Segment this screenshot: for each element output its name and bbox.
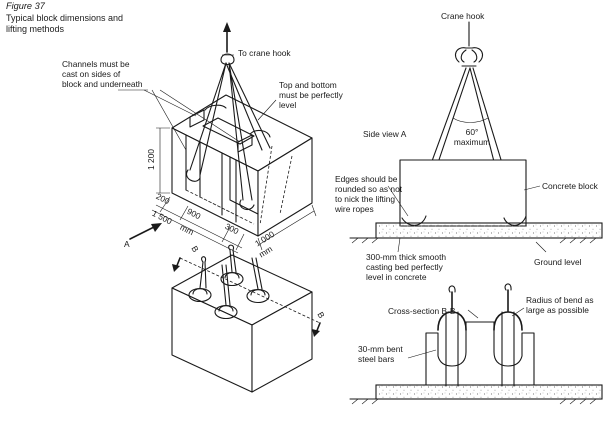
level-note-line-3: level xyxy=(279,100,297,110)
side-view-a xyxy=(349,21,603,253)
bed-note-line-2: casting bed perfectly xyxy=(366,262,443,272)
bars-note-line-2: steel bars xyxy=(358,354,395,364)
bed-note-line-1: 300-mm thick smooth xyxy=(366,252,447,262)
isometric-block xyxy=(171,94,313,237)
figure-caption-line-2: lifting methods xyxy=(6,24,65,34)
radius-note-line-2: large as possible xyxy=(526,305,589,315)
angle-label: 60° xyxy=(465,127,479,137)
edges-note-line-1: Edges should be xyxy=(335,174,398,184)
dim-height-label: 1 200 xyxy=(146,149,156,170)
radius-note-line-1: Radius of bend as xyxy=(526,295,594,305)
figure-caption-line-1: Typical block dimensions and xyxy=(6,13,124,23)
figure-number: Figure 37 xyxy=(6,1,45,11)
channels-note-line-2: cast on sides of xyxy=(62,69,121,79)
sling-ropes xyxy=(186,22,271,211)
concrete-block-side xyxy=(399,159,527,227)
edges-note-line-2: rounded so as not xyxy=(335,184,403,194)
cross-section-bb xyxy=(349,283,603,405)
edges-note-line-4: wire ropes xyxy=(335,204,374,214)
channel-notch xyxy=(189,109,205,128)
side-view-label: Side view A xyxy=(363,129,407,139)
angle-maximum-label: maximum xyxy=(453,137,491,147)
ground-level-label: Ground level xyxy=(534,257,582,267)
level-note-line-2: must be perfectly xyxy=(279,90,343,100)
edges-note-line-3: to nick the lifting xyxy=(335,194,396,204)
block-with-loops xyxy=(171,244,321,393)
view-a-label: A xyxy=(124,239,130,249)
level-leader xyxy=(257,99,277,121)
dimension-lines xyxy=(151,127,317,254)
crane-hook-label: Crane hook xyxy=(441,11,485,21)
channels-note-line-3: block and underneath xyxy=(62,79,143,89)
bars-note-line-1: 30-mm bent xyxy=(358,344,403,354)
concrete-block-label: Concrete block xyxy=(542,181,598,191)
casting-bed xyxy=(375,222,603,239)
channels-leaders xyxy=(118,89,241,151)
view-a-arrow xyxy=(129,223,162,240)
bed-note-line-3: level in concrete xyxy=(366,272,427,282)
to-crane-hook-label: To crane hook xyxy=(238,48,291,58)
level-note-line-1: Top and bottom xyxy=(279,80,337,90)
cross-section-label: Cross-section B-B xyxy=(388,306,456,316)
channels-note-line-1: Channels must be xyxy=(62,59,130,69)
